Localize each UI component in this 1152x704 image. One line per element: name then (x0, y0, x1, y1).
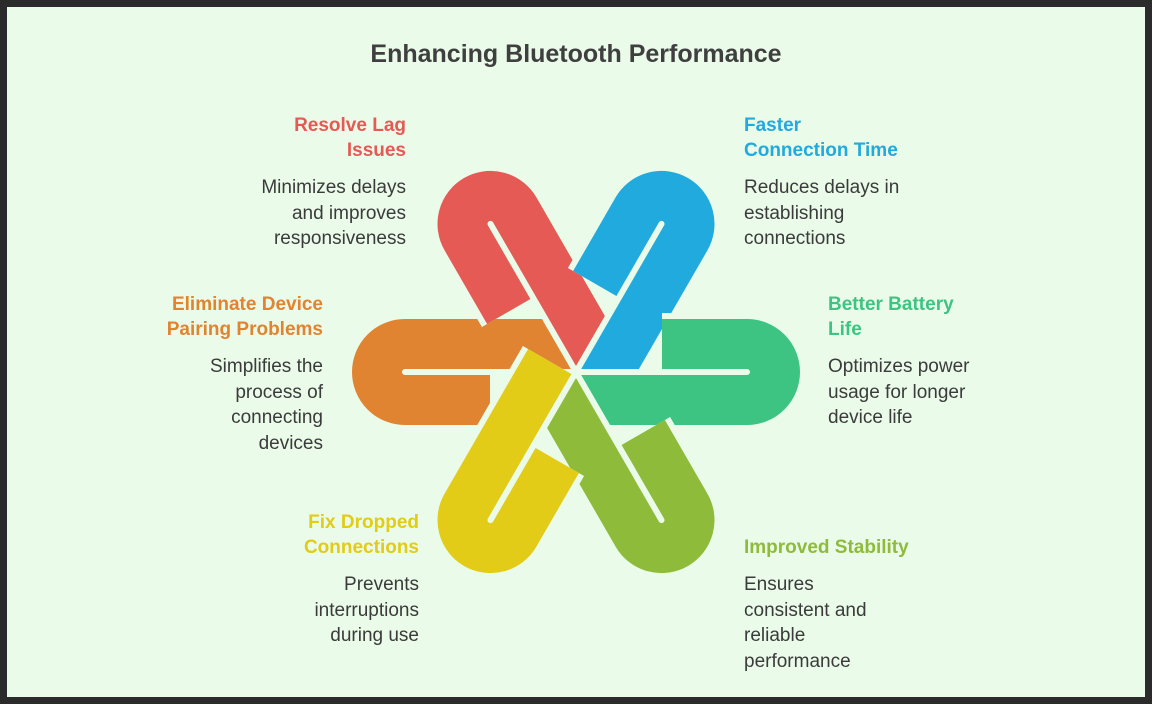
page-title: Enhancing Bluetooth Performance (370, 40, 782, 68)
item-title: Eliminate Device Pairing Problems (166, 294, 323, 340)
item-resolve-lag: Resolve Lag Issues Minimizes delays and … (146, 113, 406, 252)
item-eliminate-pairing: Eliminate Device Pairing Problems Simpli… (63, 292, 323, 456)
loop-blue (573, 170, 715, 396)
item-improved-stability: Improved Stability Ensures consistent an… (744, 535, 1004, 674)
item-description: Reduces delays in establishing connectio… (744, 177, 900, 249)
item-description: Prevents interruptions during use (314, 574, 419, 646)
item-title: Fix Dropped Connections (303, 512, 419, 558)
item-faster-connection: Faster Connection Time Reduces delays in… (744, 113, 1004, 252)
item-better-battery: Better Battery Life Optimizes power usag… (828, 292, 1088, 431)
item-description: Simplifies the process of connecting dev… (210, 356, 323, 454)
loop-red (437, 170, 620, 368)
item-title: Resolve Lag Issues (294, 115, 406, 161)
item-title: Faster Connection Time (744, 115, 898, 161)
loop-lime (532, 376, 715, 574)
loop-orange (352, 319, 572, 425)
item-description: Minimizes delays and improves responsive… (261, 177, 406, 249)
item-description: Ensures consistent and reliable performa… (744, 574, 867, 672)
item-title: Better Battery Life (828, 294, 954, 340)
loop-yellow (437, 348, 579, 574)
item-title: Improved Stability (744, 537, 909, 558)
item-fix-dropped: Fix Dropped Connections Prevents interru… (159, 510, 419, 649)
item-description: Optimizes power usage for longer device … (828, 356, 970, 428)
loop-green (580, 319, 800, 425)
